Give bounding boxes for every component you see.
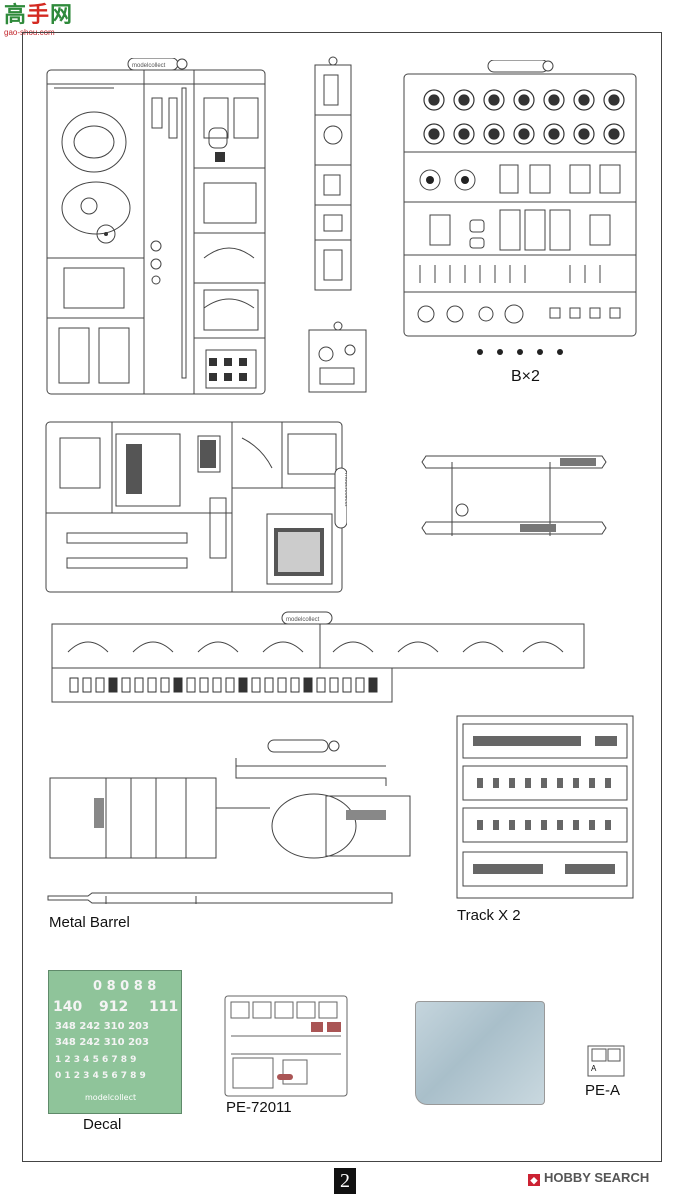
decal-row-1: 0 8 0 8 8 xyxy=(93,979,157,994)
track-link xyxy=(509,778,515,788)
hobby-search-logo-icon: ◆ xyxy=(528,1174,540,1186)
small-part xyxy=(342,677,352,693)
small-part xyxy=(212,677,222,693)
sprue-b-quantity: B×2 xyxy=(511,368,540,385)
metal-foil-sheet xyxy=(415,1001,545,1105)
decal-row-6: 0 1 2 3 4 5 6 7 8 9 xyxy=(55,1071,146,1081)
sprue-c: modelcollect xyxy=(42,418,347,598)
track-set xyxy=(455,714,637,900)
sprue-a-brand: modelcollect xyxy=(132,63,166,69)
small-part xyxy=(251,677,261,693)
hobby-search-watermark: ◆HOBBY SEARCH xyxy=(528,1170,649,1186)
pe-a-fret: A xyxy=(586,1044,626,1078)
track-link xyxy=(477,820,483,830)
photo-etch-fret xyxy=(223,994,349,1098)
small-part xyxy=(238,677,248,693)
track-runners xyxy=(420,448,610,558)
small-part xyxy=(69,677,79,693)
watermark-chars: 高手网 xyxy=(4,3,74,28)
pe-a-label: PE-A xyxy=(585,1082,621,1099)
road-wheels xyxy=(423,89,625,145)
track-links xyxy=(477,778,611,830)
decal-row-2a: 140 xyxy=(53,999,83,1015)
small-part xyxy=(160,677,170,693)
small-part xyxy=(108,677,118,693)
small-part xyxy=(264,677,274,693)
road-wheel-hub xyxy=(608,94,620,106)
sprue-d xyxy=(312,55,357,295)
track-label: Track X 2 xyxy=(457,907,521,924)
track-link xyxy=(509,820,515,830)
small-part xyxy=(277,677,287,693)
decal-row-3: 348 242 310 203 xyxy=(55,1021,149,1032)
road-wheel-hub xyxy=(578,94,590,106)
track-link xyxy=(541,778,547,788)
road-wheel-hub xyxy=(488,128,500,140)
decal-brand: modelcollect xyxy=(85,1093,137,1102)
road-wheel-hub xyxy=(608,128,620,140)
track-link xyxy=(493,778,499,788)
small-parts-row xyxy=(69,677,378,693)
track-link xyxy=(589,820,595,830)
track-link xyxy=(573,778,579,788)
decal-label: Decal xyxy=(83,1116,122,1133)
track-link xyxy=(589,778,595,788)
road-wheel-hub xyxy=(428,128,440,140)
sprue-a: modelcollect xyxy=(44,58,269,398)
track-link xyxy=(573,820,579,830)
track-link xyxy=(493,820,499,830)
metal-barrel-drawing xyxy=(46,890,396,910)
page-frame xyxy=(22,32,662,1162)
road-wheel-hub xyxy=(458,128,470,140)
small-part xyxy=(147,677,157,693)
road-wheel-hub xyxy=(578,128,590,140)
decal-row-2b: 912 xyxy=(99,999,129,1015)
road-wheel-hub xyxy=(518,128,530,140)
decal-row-5: 1 2 3 4 5 6 7 8 9 xyxy=(55,1055,137,1065)
road-wheel-hub xyxy=(488,94,500,106)
small-part xyxy=(121,677,131,693)
small-part xyxy=(225,677,235,693)
small-part xyxy=(199,677,209,693)
small-part xyxy=(134,677,144,693)
small-part xyxy=(316,677,326,693)
sprue-e xyxy=(46,738,416,868)
track-link xyxy=(557,820,563,830)
road-wheel-hub xyxy=(548,94,560,106)
small-part xyxy=(290,677,300,693)
track-link xyxy=(557,778,563,788)
small-part xyxy=(95,677,105,693)
track-link xyxy=(541,820,547,830)
road-wheel-hub xyxy=(518,94,530,106)
small-part xyxy=(173,677,183,693)
track-link xyxy=(605,778,611,788)
track-link xyxy=(525,778,531,788)
track-link xyxy=(525,820,531,830)
page-number: 2 xyxy=(334,1168,356,1194)
small-part xyxy=(368,677,378,693)
road-wheel-hub xyxy=(428,94,440,106)
decal-sheet: 0 8 0 8 8 140 912 111 348 242 310 203 34… xyxy=(48,970,182,1114)
metal-barrel-label: Metal Barrel xyxy=(49,914,130,931)
pe-main-label: PE-72011 xyxy=(226,1099,292,1116)
small-part xyxy=(329,677,339,693)
sprue-g: modelcollect xyxy=(48,608,588,708)
small-part xyxy=(82,677,92,693)
track-link xyxy=(477,778,483,788)
sprue-small xyxy=(306,320,370,396)
track-link xyxy=(605,820,611,830)
sprue-g-brand: modelcollect xyxy=(286,617,320,623)
road-wheel-hub xyxy=(458,94,470,106)
road-wheel-hub xyxy=(548,128,560,140)
small-part xyxy=(303,677,313,693)
decal-row-4: 348 242 310 203 xyxy=(55,1037,149,1048)
decal-row-2c: 111 xyxy=(149,999,179,1015)
small-part xyxy=(186,677,196,693)
sprue-c-brand: modelcollect xyxy=(343,473,347,507)
small-part xyxy=(355,677,365,693)
sprue-b xyxy=(400,60,640,360)
pe-a-letter: A xyxy=(591,1064,597,1073)
